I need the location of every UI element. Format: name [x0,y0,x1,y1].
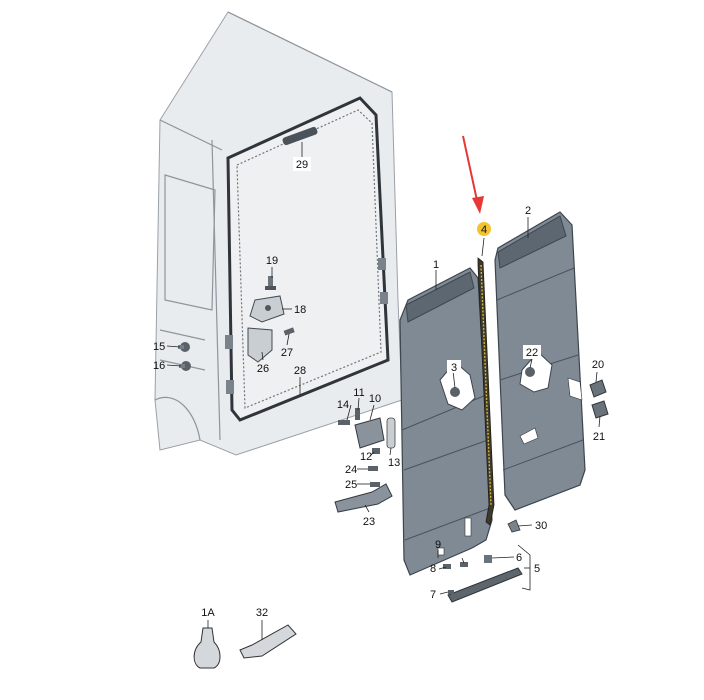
hinge-10 [354,417,385,449]
callout-text-26: 26 [257,363,269,375]
callout-text-18: 18 [294,304,306,316]
callout-text-23: 23 [363,516,375,528]
bolt-25 [370,482,380,487]
callout-text-6: 6 [516,552,522,564]
callout-8: 8 [430,563,436,575]
callout-text-1: 1 [433,259,439,271]
callout-text-27: 27 [281,347,293,359]
callout-text-3: 3 [451,362,457,374]
callout-text-28: 28 [294,365,306,377]
plug-3 [450,387,460,397]
callout-9: 9 [435,539,441,551]
callout-5: 5 [534,563,540,575]
callout-text-20: 20 [592,359,604,371]
door-seal-strip-4 [477,257,495,526]
bolt-14 [338,420,350,425]
sealant-tube-32 [239,624,297,659]
callout-text-11: 11 [353,387,364,399]
screw-8 [443,564,451,569]
callout-25: 25 [345,479,357,491]
callout-1a: 1A [201,607,215,619]
callout-3: 3 [447,360,461,374]
bolt-24 [368,466,378,471]
callout-1: 1 [433,259,439,271]
screw-7 [448,590,454,594]
handle-strip-5 [447,567,523,603]
van-body [154,11,403,456]
callout-text-24: 24 [345,464,357,476]
check-strap-23 [334,483,393,513]
callout-text-5: 5 [534,563,540,575]
callout-text-16: 16 [153,360,165,372]
callout-15: 15 [153,341,165,353]
buffer-21 [591,400,609,419]
hinge-bracket-18 [249,295,285,323]
callout-2: 2 [525,205,531,217]
callout-text-9: 9 [435,539,441,551]
callout-text-22: 22 [526,347,538,359]
callout-text-25: 25 [345,479,357,491]
nut-12 [372,448,380,454]
callout-10: 10 [369,393,381,405]
callout-text-14: 14 [337,399,349,411]
left-rear-door-1 [399,267,493,576]
callout-4-highlighted: 4 [477,222,491,236]
nut-9 [460,562,468,567]
callout-32: 32 [256,607,268,619]
callout-11: 11 [353,387,364,399]
callout-21: 21 [593,431,605,443]
callout-6: 6 [516,552,522,564]
callout-text-12: 12 [360,451,372,463]
callout-text-13: 13 [388,457,400,469]
check-strap-bracket-26 [247,327,273,363]
grease-bottle-1a [193,627,221,669]
callout-text-19: 19 [266,255,278,267]
callout-text-7: 7 [430,589,436,601]
callout-text-4: 4 [481,224,487,236]
third-brake-light [282,126,318,146]
stud-15 [178,342,190,352]
callout-24: 24 [345,464,357,476]
callout-13: 13 [388,457,400,469]
leader-lines [166,142,601,640]
callout-26: 26 [257,363,269,375]
callout-27: 27 [281,347,293,359]
callout-19: 19 [266,255,278,267]
callout-23: 23 [363,516,375,528]
callout-7: 7 [430,589,436,601]
bolt-19 [265,276,276,290]
callout-16: 16 [153,360,165,372]
callout-28: 28 [294,365,306,377]
bolt-11 [355,408,360,420]
hinge-cover-13 [386,417,396,449]
right-rear-door-2 [494,211,586,511]
callout-text-29: 29 [296,159,308,171]
callout-text-32: 32 [256,607,268,619]
stud-16 [179,361,191,371]
callout-12: 12 [360,451,372,463]
callout-text-2: 2 [525,205,531,217]
plug-22 [525,367,535,377]
callout-29: 29 [293,157,311,171]
callout-20: 20 [592,359,604,371]
callout-30: 30 [535,520,547,532]
clip-6 [484,555,492,563]
highlight-arrow [462,135,484,214]
callout-text-21: 21 [593,431,605,443]
callout-text-1a: 1A [201,607,215,619]
callout-18: 18 [294,304,306,316]
bolt-30 [507,519,521,533]
highlight-badge [477,222,491,236]
callout-14: 14 [337,399,349,411]
callout-text-15: 15 [153,341,165,353]
callout-text-10: 10 [369,393,381,405]
buffer-20 [589,379,607,398]
callout-22: 22 [523,345,541,359]
callout-text-8: 8 [430,563,436,575]
bolt-27 [283,327,295,336]
callout-text-30: 30 [535,520,547,532]
